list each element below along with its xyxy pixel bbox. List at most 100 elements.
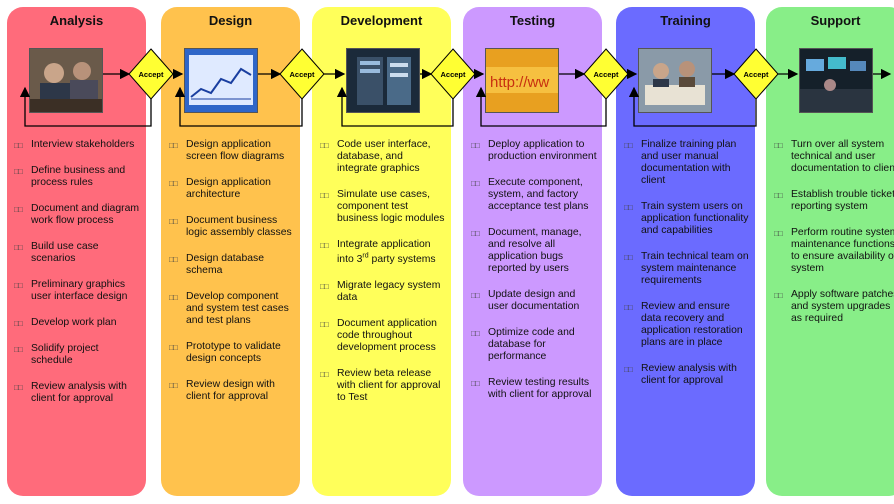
task-text: Document, manage, and resolve all applic… bbox=[488, 227, 582, 274]
task-list: □□Turn over all system technical and use… bbox=[774, 139, 894, 339]
task-item: □□Turn over all system technical and use… bbox=[774, 139, 894, 175]
bullet-icon: □□ bbox=[320, 320, 329, 330]
task-item: □□Migrate legacy system data bbox=[320, 280, 446, 304]
task-list: □□Interview stakeholders□□Define busines… bbox=[14, 139, 140, 419]
task-item: □□ Document application code throughout d… bbox=[320, 318, 446, 354]
accept-label: Accept bbox=[440, 70, 466, 79]
bullet-icon: □□ bbox=[14, 167, 23, 176]
task-text: Preliminary graphics user interface desi… bbox=[31, 279, 128, 302]
task-item: □□ Design application architecture bbox=[169, 177, 295, 201]
task-text: Optimize code and database for performan… bbox=[488, 327, 575, 362]
bullet-icon: □□ bbox=[624, 141, 633, 150]
phase-support: Support□□Turn over all system technical … bbox=[766, 7, 894, 496]
task-item: □□ Design application screen flow diagram… bbox=[169, 139, 295, 163]
return-arrow bbox=[19, 86, 152, 127]
task-text: Build use case scenarios bbox=[31, 241, 99, 264]
task-text: Design application screen flow diagrams bbox=[186, 139, 285, 162]
bullet-icon: □□ bbox=[774, 229, 783, 238]
task-item: □□ Define business and process rules bbox=[14, 165, 140, 189]
task-text: Apply software patches and system upgrad… bbox=[791, 289, 894, 324]
task-text: Review beta release with client for appr… bbox=[337, 368, 441, 404]
task-item: □□ Train technical team on system mainten… bbox=[624, 251, 750, 287]
task-list: □□ Finalize training plan and user manual… bbox=[624, 139, 750, 401]
meeting-photo bbox=[29, 48, 103, 113]
task-text: Review analysis with client for approval bbox=[641, 363, 737, 386]
task-item: □□ Review testing results with client for… bbox=[471, 377, 597, 401]
task-text: Develop component and system test cases … bbox=[186, 291, 289, 326]
task-item: □□Train system users on application func… bbox=[624, 201, 750, 237]
bullet-icon: □□ bbox=[471, 329, 480, 338]
task-item: □□ Optimize code and database for perform… bbox=[471, 327, 597, 363]
bullet-icon: □□ bbox=[320, 141, 329, 150]
task-text: Finalize training plan and user manual d… bbox=[641, 139, 737, 186]
task-item: □□Review and ensure data recovery and ap… bbox=[624, 301, 750, 349]
control-room-photo bbox=[799, 48, 873, 113]
bullet-icon: □□ bbox=[169, 381, 178, 390]
task-text: Simulate use cases, component test busin… bbox=[337, 189, 445, 224]
task-text: Perform routine system maintenance funct… bbox=[791, 227, 894, 274]
task-text: Review testing results with client for a… bbox=[488, 377, 592, 400]
bullet-icon: □□ bbox=[774, 141, 783, 150]
bullet-icon: □□ bbox=[774, 191, 783, 200]
bullet-icon: □□ bbox=[774, 291, 783, 300]
task-text: Establish trouble ticket reporting syste… bbox=[791, 189, 894, 212]
bullet-icon: □□ bbox=[14, 345, 23, 354]
bullet-icon: □□ bbox=[169, 141, 178, 150]
bullet-icon: □□ bbox=[624, 365, 633, 374]
bullet-icon: □□ bbox=[624, 253, 633, 262]
task-item: □□Develop work plan bbox=[14, 317, 140, 329]
bullet-icon: □□ bbox=[169, 217, 178, 226]
task-item: □□Interview stakeholders bbox=[14, 139, 140, 151]
bullet-icon: □□ bbox=[624, 203, 633, 212]
http-photo: http://ww bbox=[485, 48, 559, 113]
task-text: Execute component, system, and factory a… bbox=[488, 177, 589, 212]
bullet-icon: □□ bbox=[320, 241, 329, 250]
task-text: Integrate application into 3rd party sys… bbox=[337, 239, 436, 266]
accept-label: Accept bbox=[289, 70, 315, 79]
bullet-icon: □□ bbox=[471, 379, 480, 388]
task-text: Design database schema bbox=[186, 253, 264, 276]
task-text: Design application architecture bbox=[186, 177, 271, 200]
task-text: Define business and process rules bbox=[31, 165, 126, 188]
phase-title: Testing bbox=[509, 13, 556, 28]
bullet-icon: □□ bbox=[471, 179, 480, 188]
phase-title: Analysis bbox=[49, 13, 104, 28]
task-item: □□ Integrate application into 3rd party s… bbox=[320, 239, 446, 266]
bullet-icon: □□ bbox=[471, 291, 480, 300]
return-arrow bbox=[628, 86, 757, 127]
task-item: □□ Develop component and system test case… bbox=[169, 291, 295, 327]
bullet-icon: □□ bbox=[624, 303, 633, 312]
task-item: □□ Apply software patches and system upgr… bbox=[774, 289, 894, 325]
phase-training: Training □□ Finalize training plan and use… bbox=[616, 7, 755, 496]
server-photo bbox=[346, 48, 420, 113]
bullet-icon: □□ bbox=[169, 293, 178, 302]
phase-development: Development□□Code user interface, databa… bbox=[312, 7, 451, 496]
task-text: Prototype to validate design concepts bbox=[186, 341, 281, 364]
accept-label: Accept bbox=[138, 70, 164, 79]
task-item: □□Deploy application to production envir… bbox=[471, 139, 597, 163]
svg-text:http://ww: http://ww bbox=[490, 74, 549, 91]
task-item: □□Document and diagram work flow process bbox=[14, 203, 140, 227]
task-text: Train technical team on system maintenan… bbox=[641, 251, 749, 286]
bullet-icon: □□ bbox=[14, 141, 23, 150]
task-text: Review analysis with client for approval bbox=[31, 381, 127, 404]
chart-photo bbox=[184, 48, 258, 113]
phase-analysis: Analysis□□Interview stakeholders□□Define… bbox=[7, 7, 146, 496]
task-text: Develop work plan bbox=[31, 317, 117, 328]
task-item: □□Document business logic assembly class… bbox=[169, 215, 295, 239]
task-item: □□Document, manage, and resolve all appl… bbox=[471, 227, 597, 275]
task-item: □□Build use case scenarios bbox=[14, 241, 140, 265]
task-text: Deploy application to production environ… bbox=[488, 139, 597, 162]
task-item: □□Review analysis with client for approv… bbox=[14, 381, 140, 405]
task-text: Document application code throughout dev… bbox=[337, 318, 437, 354]
task-item: □□Review beta release with client for ap… bbox=[320, 368, 446, 404]
bullet-icon: □□ bbox=[14, 281, 23, 290]
task-list: □□ Design application screen flow diagram… bbox=[169, 139, 295, 417]
return-arrow bbox=[475, 86, 607, 127]
bullet-icon: □□ bbox=[169, 179, 178, 188]
phase-title: Training bbox=[660, 13, 711, 28]
phase-title: Development bbox=[340, 13, 423, 28]
task-item: □□Prototype to validate design concepts bbox=[169, 341, 295, 365]
bullet-icon: □□ bbox=[14, 205, 23, 214]
